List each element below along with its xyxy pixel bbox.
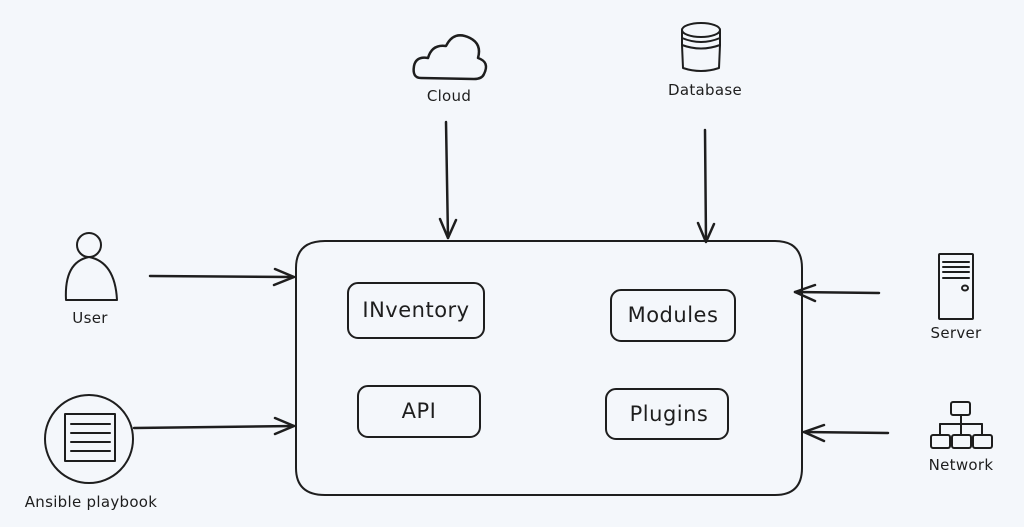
plugins-box[interactable] (605, 388, 729, 440)
modules-box[interactable] (610, 289, 736, 342)
user-label: User (72, 309, 108, 327)
playbook-label: Ansible playbook (24, 493, 158, 511)
user-icon (64, 232, 118, 301)
database-label: Database (668, 81, 742, 99)
inventory-box[interactable] (347, 282, 485, 339)
core-container[interactable] (295, 240, 803, 496)
arrow-server-to-core (793, 283, 881, 303)
api-label: API (401, 399, 437, 423)
cloud-label: Cloud (426, 87, 472, 105)
network-label: Network (928, 456, 994, 474)
plugins-label: Plugins (629, 402, 709, 426)
server-label: Server (930, 324, 982, 342)
server-icon (938, 253, 974, 320)
modules-label: Modules (627, 303, 719, 327)
arrow-database-to-core (696, 128, 716, 244)
network-icon (930, 401, 993, 449)
arrow-playbook-to-core (132, 416, 296, 436)
inventory-label: INventory (362, 298, 470, 322)
document-icon (44, 394, 134, 484)
api-box[interactable] (357, 385, 481, 438)
database-icon (681, 22, 721, 72)
arrow-cloud-to-core (438, 120, 458, 240)
cloud-icon (412, 34, 488, 81)
arrow-network-to-core (802, 423, 890, 443)
arrow-user-to-core (148, 267, 296, 287)
